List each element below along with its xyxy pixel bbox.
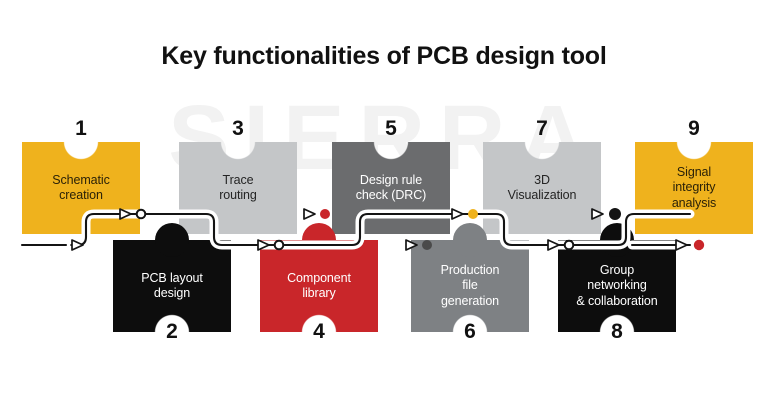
step-card-5[interactable]: Design rule check (DRC) — [332, 142, 450, 234]
step-card-1[interactable]: Schematic creation — [22, 142, 140, 234]
step-card-4[interactable]: Component library — [260, 240, 378, 332]
step-number-8: 8 — [611, 320, 623, 343]
step-number-7: 7 — [536, 117, 548, 140]
step-label-6: Production file generation — [440, 263, 500, 308]
step-label-9: Signal integrity analysis — [671, 165, 717, 210]
puzzle-knob-step-6 — [453, 223, 487, 257]
step-number-1: 1 — [75, 117, 87, 140]
step-number-6: 6 — [464, 320, 476, 343]
step-card-9[interactable]: Signal integrity analysis — [635, 142, 753, 234]
step-label-2: PCB layout design — [141, 270, 203, 300]
step-label-7: 3D Visualization — [507, 172, 577, 202]
step-label-4: Component library — [287, 270, 351, 300]
step-number-2: 2 — [166, 320, 178, 343]
step-number-5: 5 — [385, 117, 397, 140]
step-card-7[interactable]: 3D Visualization — [483, 142, 601, 234]
step-label-3: Trace routing — [219, 172, 257, 202]
step-number-9: 9 — [688, 117, 700, 140]
step-label-1: Schematic creation — [52, 172, 110, 202]
page-title: Key functionalities of PCB design tool — [161, 42, 607, 70]
step-number-3: 3 — [232, 117, 244, 140]
puzzle-knob-step-2 — [155, 223, 189, 257]
step-label-5: Design rule check (DRC) — [355, 172, 427, 202]
step-label-8: Group networking & collaboration — [576, 263, 658, 308]
puzzle-knob-step-8 — [600, 223, 634, 257]
step-number-4: 4 — [313, 320, 325, 343]
puzzle-knob-step-4 — [302, 223, 336, 257]
step-card-3[interactable]: Trace routing — [179, 142, 297, 234]
